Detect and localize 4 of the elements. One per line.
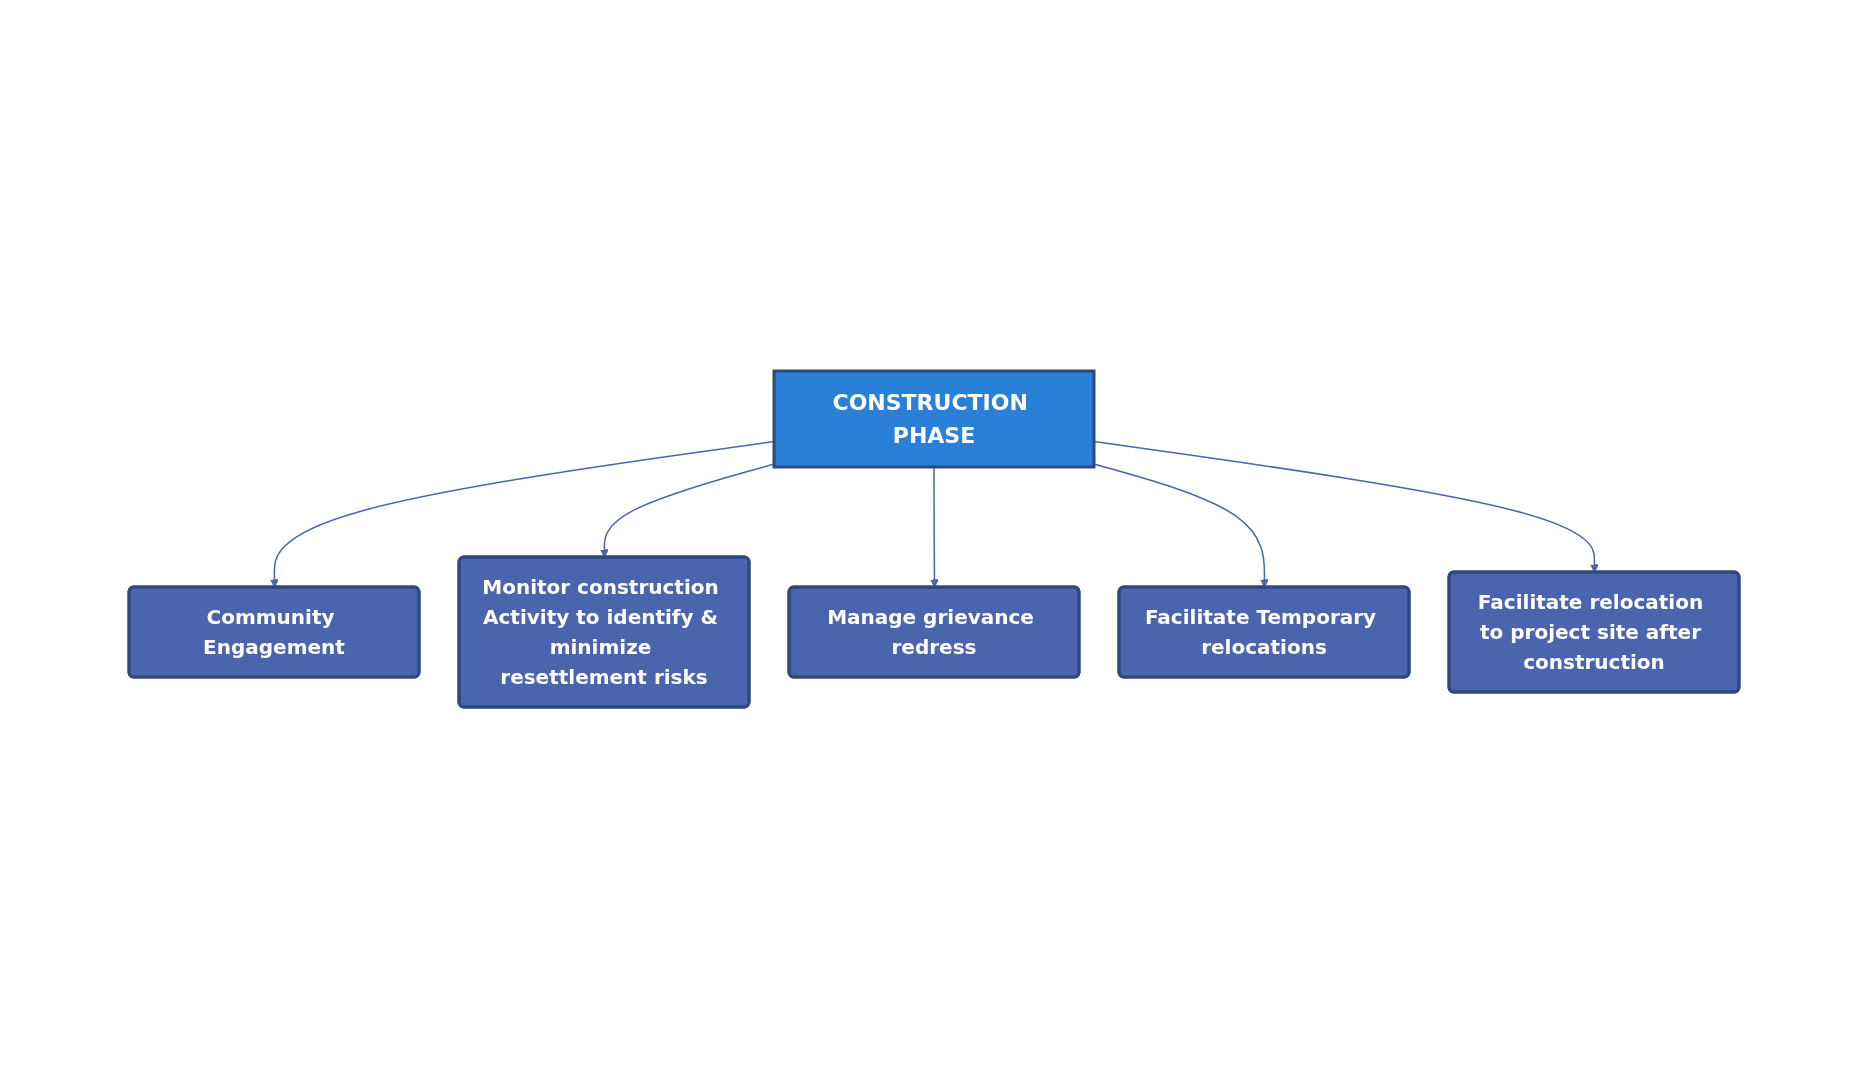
node-box: CONSTRUCTION PHASE xyxy=(772,369,1096,469)
arrow xyxy=(1093,463,1269,588)
arrow xyxy=(600,463,775,558)
arrow xyxy=(270,440,775,588)
